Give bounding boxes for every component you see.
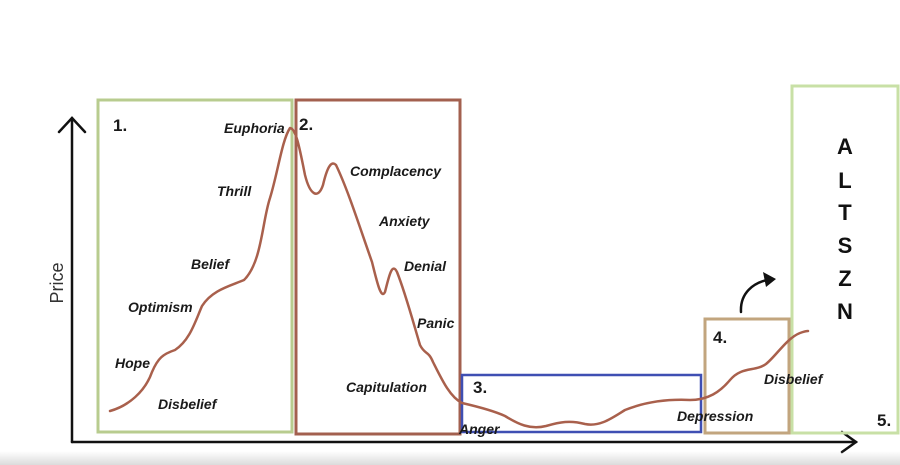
stage-box-5 <box>790 84 900 435</box>
altszn-letter: A <box>837 134 853 159</box>
phase-label-belief: Belief <box>191 256 230 272</box>
y-axis-label: Price <box>47 262 67 303</box>
stage-box-4 <box>703 317 791 435</box>
phase-label-complacency: Complacency <box>350 163 442 179</box>
stage-number-1: 1. <box>113 116 127 135</box>
altszn-letter: Z <box>838 266 851 291</box>
price-curve <box>108 126 810 429</box>
arrowhead-icon <box>763 272 776 287</box>
phase-label-anxiety: Anxiety <box>378 213 431 229</box>
altszn-letter: S <box>838 233 853 258</box>
phase-label-thrill: Thrill <box>217 183 252 199</box>
x-axis-arrowhead <box>840 430 859 454</box>
phase-label-depression: Depression <box>677 408 753 424</box>
phase-label-denial: Denial <box>404 258 447 274</box>
altszn-letter: L <box>838 168 851 193</box>
altszn-letter: T <box>838 200 852 225</box>
phase-label-disbelief-2: Disbelief <box>764 371 824 387</box>
altszn-label: A L T S Z N <box>837 134 853 324</box>
phase-label-capitulation: Capitulation <box>346 379 427 395</box>
y-axis-arrowhead <box>57 116 87 134</box>
bottom-shadow <box>0 451 900 465</box>
phase-label-optimism: Optimism <box>128 299 193 315</box>
phase-label-hope: Hope <box>115 355 150 371</box>
phase-label-anger: Anger <box>458 421 501 437</box>
stage-number-2: 2. <box>299 115 313 134</box>
phase-label-panic: Panic <box>417 315 455 331</box>
stage-number-4: 4. <box>713 328 727 347</box>
altszn-letter: N <box>837 299 853 324</box>
stage-box-2 <box>294 98 462 436</box>
stage-box-1 <box>96 98 294 434</box>
stage-number-5: 5. <box>877 411 891 430</box>
phase-label-euphoria: Euphoria <box>224 120 285 136</box>
axes <box>57 116 859 454</box>
stage-number-3: 3. <box>473 378 487 397</box>
phase-label-disbelief: Disbelief <box>158 396 218 412</box>
